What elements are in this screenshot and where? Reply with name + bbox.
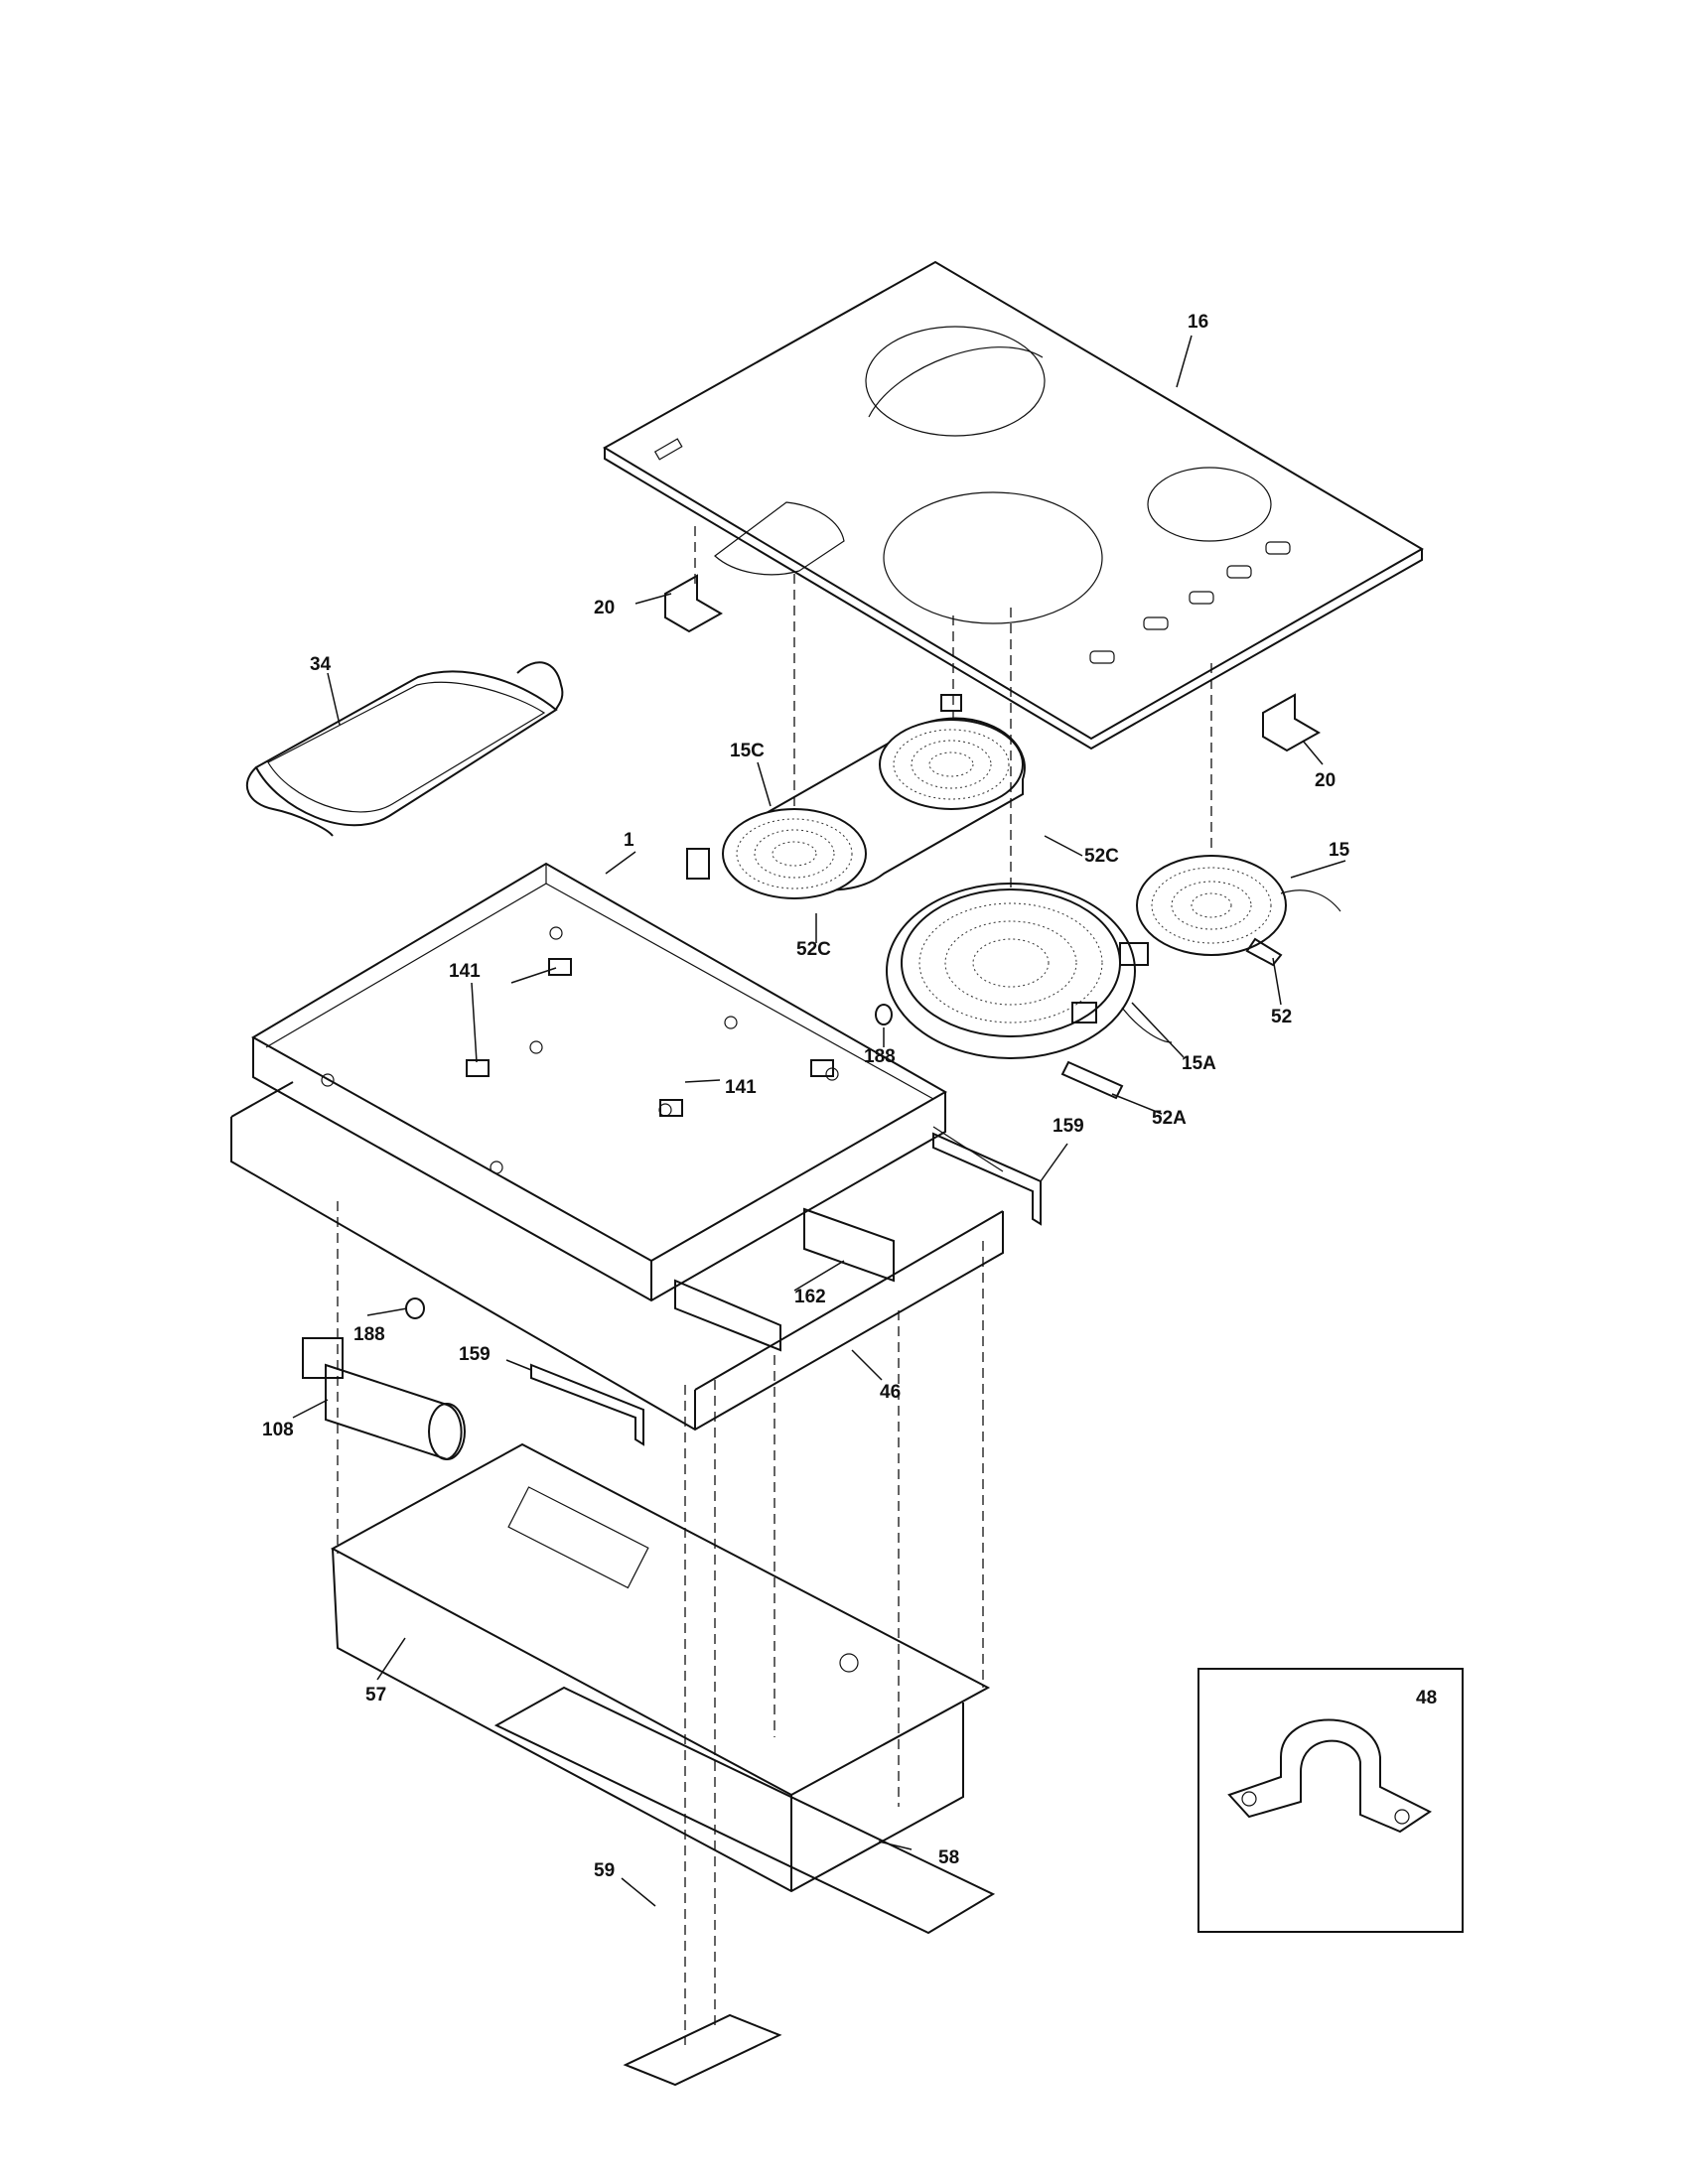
control-keypad xyxy=(1089,541,1291,664)
burner-box-part xyxy=(230,1081,1004,1432)
callout-141: 141 xyxy=(725,1077,757,1098)
inset-box xyxy=(1197,1668,1464,1933)
lower-box-part xyxy=(330,1442,991,1893)
callout-20: 20 xyxy=(1315,770,1336,791)
callout-48: 48 xyxy=(1416,1688,1437,1708)
large-element-part xyxy=(886,883,1173,1100)
bracket-lower xyxy=(530,1363,644,1446)
bridge-element-part xyxy=(686,694,1026,899)
callout-162: 162 xyxy=(794,1287,826,1307)
small-plate-part xyxy=(623,2013,782,2087)
callout-16: 16 xyxy=(1188,312,1208,333)
bracket-upper xyxy=(932,1132,1042,1226)
callout-34: 34 xyxy=(310,654,332,675)
mounting-clip-right xyxy=(1262,693,1322,752)
callout-159: 159 xyxy=(1053,1116,1084,1137)
callout-1: 1 xyxy=(624,830,634,851)
grommet-lower xyxy=(405,1297,425,1319)
conduit-strap-part xyxy=(1227,1718,1432,1834)
cooktop-glass-part xyxy=(603,260,1424,751)
thermostat-switch-3 xyxy=(659,1099,683,1117)
thermostat-switch-1 xyxy=(548,958,572,976)
callout-52A: 52A xyxy=(1152,1108,1187,1129)
channel-part xyxy=(674,1207,895,1352)
callout-57: 57 xyxy=(365,1685,386,1706)
callout-20: 20 xyxy=(594,598,615,618)
alignment-lines xyxy=(337,526,1212,2045)
callout-46: 46 xyxy=(880,1382,901,1403)
small-element-part xyxy=(1136,855,1341,967)
blower-fan-part xyxy=(302,1337,466,1461)
callout-15A: 15A xyxy=(1182,1053,1216,1074)
callout-188: 188 xyxy=(864,1046,896,1067)
thermostat-switch-2 xyxy=(466,1059,490,1077)
callout-labels: 16 20 20 34 15C 52C 52C 15 1 141 141 188… xyxy=(262,312,1437,1881)
callout-52C: 52C xyxy=(796,939,831,960)
callout-108: 108 xyxy=(262,1420,294,1440)
griddle-part xyxy=(245,661,564,837)
leader-lines xyxy=(292,335,1346,1907)
grommet-upper xyxy=(875,1004,893,1025)
callout-188: 188 xyxy=(353,1324,385,1345)
callout-52C: 52C xyxy=(1084,846,1119,867)
thermostat-switch-4 xyxy=(810,1059,834,1077)
callout-15C: 15C xyxy=(730,741,765,761)
mounting-clip-left xyxy=(664,574,724,633)
top-frame-part xyxy=(250,862,948,1302)
callout-52: 52 xyxy=(1271,1007,1292,1027)
callout-59: 59 xyxy=(594,1860,615,1881)
callout-141: 141 xyxy=(449,961,481,982)
callout-58: 58 xyxy=(938,1847,959,1868)
callout-15: 15 xyxy=(1329,840,1350,861)
base-plate-part xyxy=(493,1686,996,1935)
callout-159: 159 xyxy=(459,1344,491,1365)
